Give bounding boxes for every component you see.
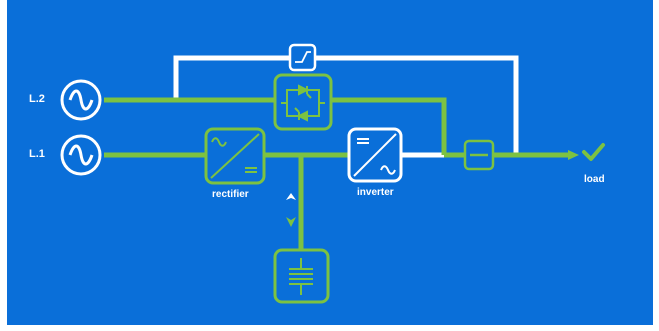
l1-label: L.1 bbox=[29, 148, 45, 160]
thyristor-bypass-icon bbox=[281, 84, 325, 122]
maintenance-bypass-switch[interactable] bbox=[288, 43, 317, 72]
l2-source-icon[interactable] bbox=[60, 79, 102, 121]
static-switch-icon bbox=[295, 51, 311, 63]
battery-block[interactable] bbox=[273, 248, 330, 304]
bypass-output-line bbox=[331, 97, 447, 155]
dc-ac-icon bbox=[353, 133, 397, 177]
checkmark-icon bbox=[582, 143, 605, 161]
ac-dc-icon bbox=[210, 133, 260, 179]
inverter-block[interactable] bbox=[347, 127, 403, 183]
inverter-label: inverter bbox=[357, 187, 394, 198]
ups-diagram-panel: L.2 L.1 rectifier inverter load bbox=[7, 0, 653, 325]
charge-arrow-up-icon bbox=[286, 193, 296, 200]
maintenance-bypass-line bbox=[173, 55, 519, 155]
load-arrow-icon bbox=[568, 150, 579, 160]
battery-icon bbox=[289, 258, 313, 295]
discharge-arrow-down-icon bbox=[286, 217, 296, 227]
rectifier-label: rectifier bbox=[212, 189, 249, 200]
sine-wave-icon bbox=[68, 89, 94, 111]
l1-source-icon[interactable] bbox=[60, 134, 102, 176]
rectifier-block[interactable] bbox=[204, 127, 266, 185]
load-label: load bbox=[584, 174, 605, 185]
l2-label: L.2 bbox=[29, 93, 45, 105]
output-breaker[interactable] bbox=[463, 139, 495, 171]
sine-wave-icon bbox=[68, 144, 94, 166]
ups-mimic-diagram bbox=[60, 43, 605, 304]
static-bypass-block[interactable] bbox=[273, 73, 333, 131]
